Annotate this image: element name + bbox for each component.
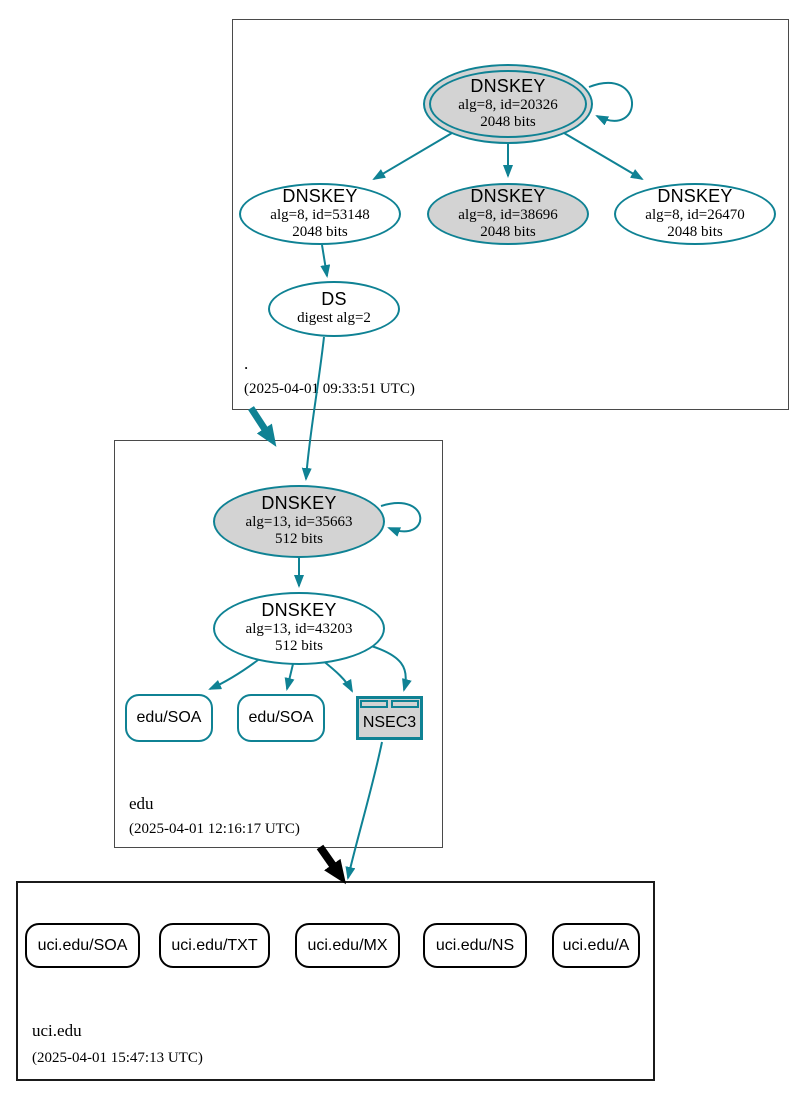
node-title: DNSKEY xyxy=(282,185,358,206)
zone-label-uci-edu: uci.edu xyxy=(32,1021,82,1040)
node-uci-edu-txt[interactable]: uci.edu/TXT xyxy=(159,923,270,968)
node-bits: 2048 bits xyxy=(292,223,348,240)
nsec3-cell-left xyxy=(360,700,388,708)
node-alg: alg=13, id=43203 xyxy=(245,621,353,638)
node-edu-soa-1[interactable]: edu/SOA xyxy=(125,694,213,742)
rrset-label: uci.edu/MX xyxy=(307,936,388,954)
rrset-label: uci.edu/A xyxy=(562,936,630,954)
node-bits: 2048 bits xyxy=(480,223,536,240)
node-bits: 2048 bits xyxy=(667,223,723,240)
nsec3-cell-right xyxy=(391,700,419,708)
zone-label-root: . xyxy=(244,354,249,373)
edge-delegation-root-to-edu xyxy=(248,406,277,447)
node-root-dnskey-26470[interactable]: DNSKEY alg=8, id=26470 2048 bits xyxy=(614,183,776,245)
edge-root-ksk-to-zsk53148 xyxy=(372,132,453,181)
node-alg: alg=8, id=26470 xyxy=(645,206,745,223)
node-alg: alg=13, id=35663 xyxy=(245,514,353,531)
node-title: DNSKEY xyxy=(657,185,733,206)
node-root-ksk-dnskey-20326[interactable]: DNSKEY alg=8, id=20326 2048 bits xyxy=(423,64,593,144)
nsec3-rrsig-cells xyxy=(359,699,420,708)
node-title: DNSKEY xyxy=(261,600,337,621)
zone-label-edu: edu xyxy=(129,794,154,813)
rrset-label: edu/SOA xyxy=(136,709,202,726)
nsec3-label: NSEC3 xyxy=(362,713,417,731)
node-bits: 2048 bits xyxy=(480,113,536,130)
node-uci-edu-mx[interactable]: uci.edu/MX xyxy=(295,923,400,968)
zone-box-root xyxy=(232,19,789,410)
edge-edu-zsk-to-soa1 xyxy=(208,656,263,690)
node-title: DNSKEY xyxy=(261,493,337,514)
node-root-dnskey-53148[interactable]: DNSKEY alg=8, id=53148 2048 bits xyxy=(239,183,401,245)
node-title: DNSKEY xyxy=(470,75,546,96)
zone-box-edu xyxy=(114,440,443,848)
node-title: DNSKEY xyxy=(470,185,546,206)
rrset-label: uci.edu/SOA xyxy=(37,936,128,954)
edge-root-ksk-selfloop xyxy=(588,81,633,126)
node-bits: 512 bits xyxy=(275,638,323,655)
edge-ds-to-edu-ksk xyxy=(301,336,325,481)
edge-zsk53148-to-ds xyxy=(320,244,331,278)
edge-edu-zsk-to-nsec3-right xyxy=(367,644,412,692)
edge-edu-ksk-selfloop xyxy=(380,502,422,537)
rrset-label: edu/SOA xyxy=(248,709,314,726)
node-edu-soa-2[interactable]: edu/SOA xyxy=(237,694,325,742)
node-root-dnskey-38696[interactable]: DNSKEY alg=8, id=38696 2048 bits xyxy=(427,183,589,245)
rrset-label: uci.edu/NS xyxy=(435,936,515,954)
node-root-ds[interactable]: DS digest alg=2 xyxy=(268,281,400,337)
edge-nsec3-to-uci-edu xyxy=(345,741,383,880)
rrset-label: uci.edu/TXT xyxy=(171,936,258,954)
node-uci-edu-soa[interactable]: uci.edu/SOA xyxy=(25,923,140,968)
node-alg: alg=8, id=20326 xyxy=(458,96,558,113)
node-uci-edu-ns[interactable]: uci.edu/NS xyxy=(423,923,527,968)
zone-timestamp-uci-edu: (2025-04-01 15:47:13 UTC) xyxy=(32,1050,203,1066)
node-alg: alg=8, id=38696 xyxy=(458,206,558,223)
node-alg: alg=8, id=53148 xyxy=(270,206,370,223)
node-edu-ksk-dnskey-35663[interactable]: DNSKEY alg=13, id=35663 512 bits xyxy=(213,485,385,558)
node-uci-edu-a[interactable]: uci.edu/A xyxy=(552,923,640,968)
node-edu-nsec3[interactable]: NSEC3 xyxy=(356,696,423,740)
zone-timestamp-edu: (2025-04-01 12:16:17 UTC) xyxy=(129,821,300,837)
node-title: DS xyxy=(321,289,347,310)
node-edu-dnskey-43203[interactable]: DNSKEY alg=13, id=43203 512 bits xyxy=(213,592,385,665)
zone-timestamp-root: (2025-04-01 09:33:51 UTC) xyxy=(244,381,415,397)
node-digest-alg: digest alg=2 xyxy=(297,310,371,327)
edge-edu-zsk-to-soa2 xyxy=(284,663,295,691)
edge-delegation-edu-to-uci-edu xyxy=(316,844,347,885)
node-bits: 512 bits xyxy=(275,531,323,548)
edge-edu-zsk-to-nsec3-left xyxy=(321,659,353,693)
edge-root-ksk-to-zsk26470 xyxy=(563,132,644,181)
